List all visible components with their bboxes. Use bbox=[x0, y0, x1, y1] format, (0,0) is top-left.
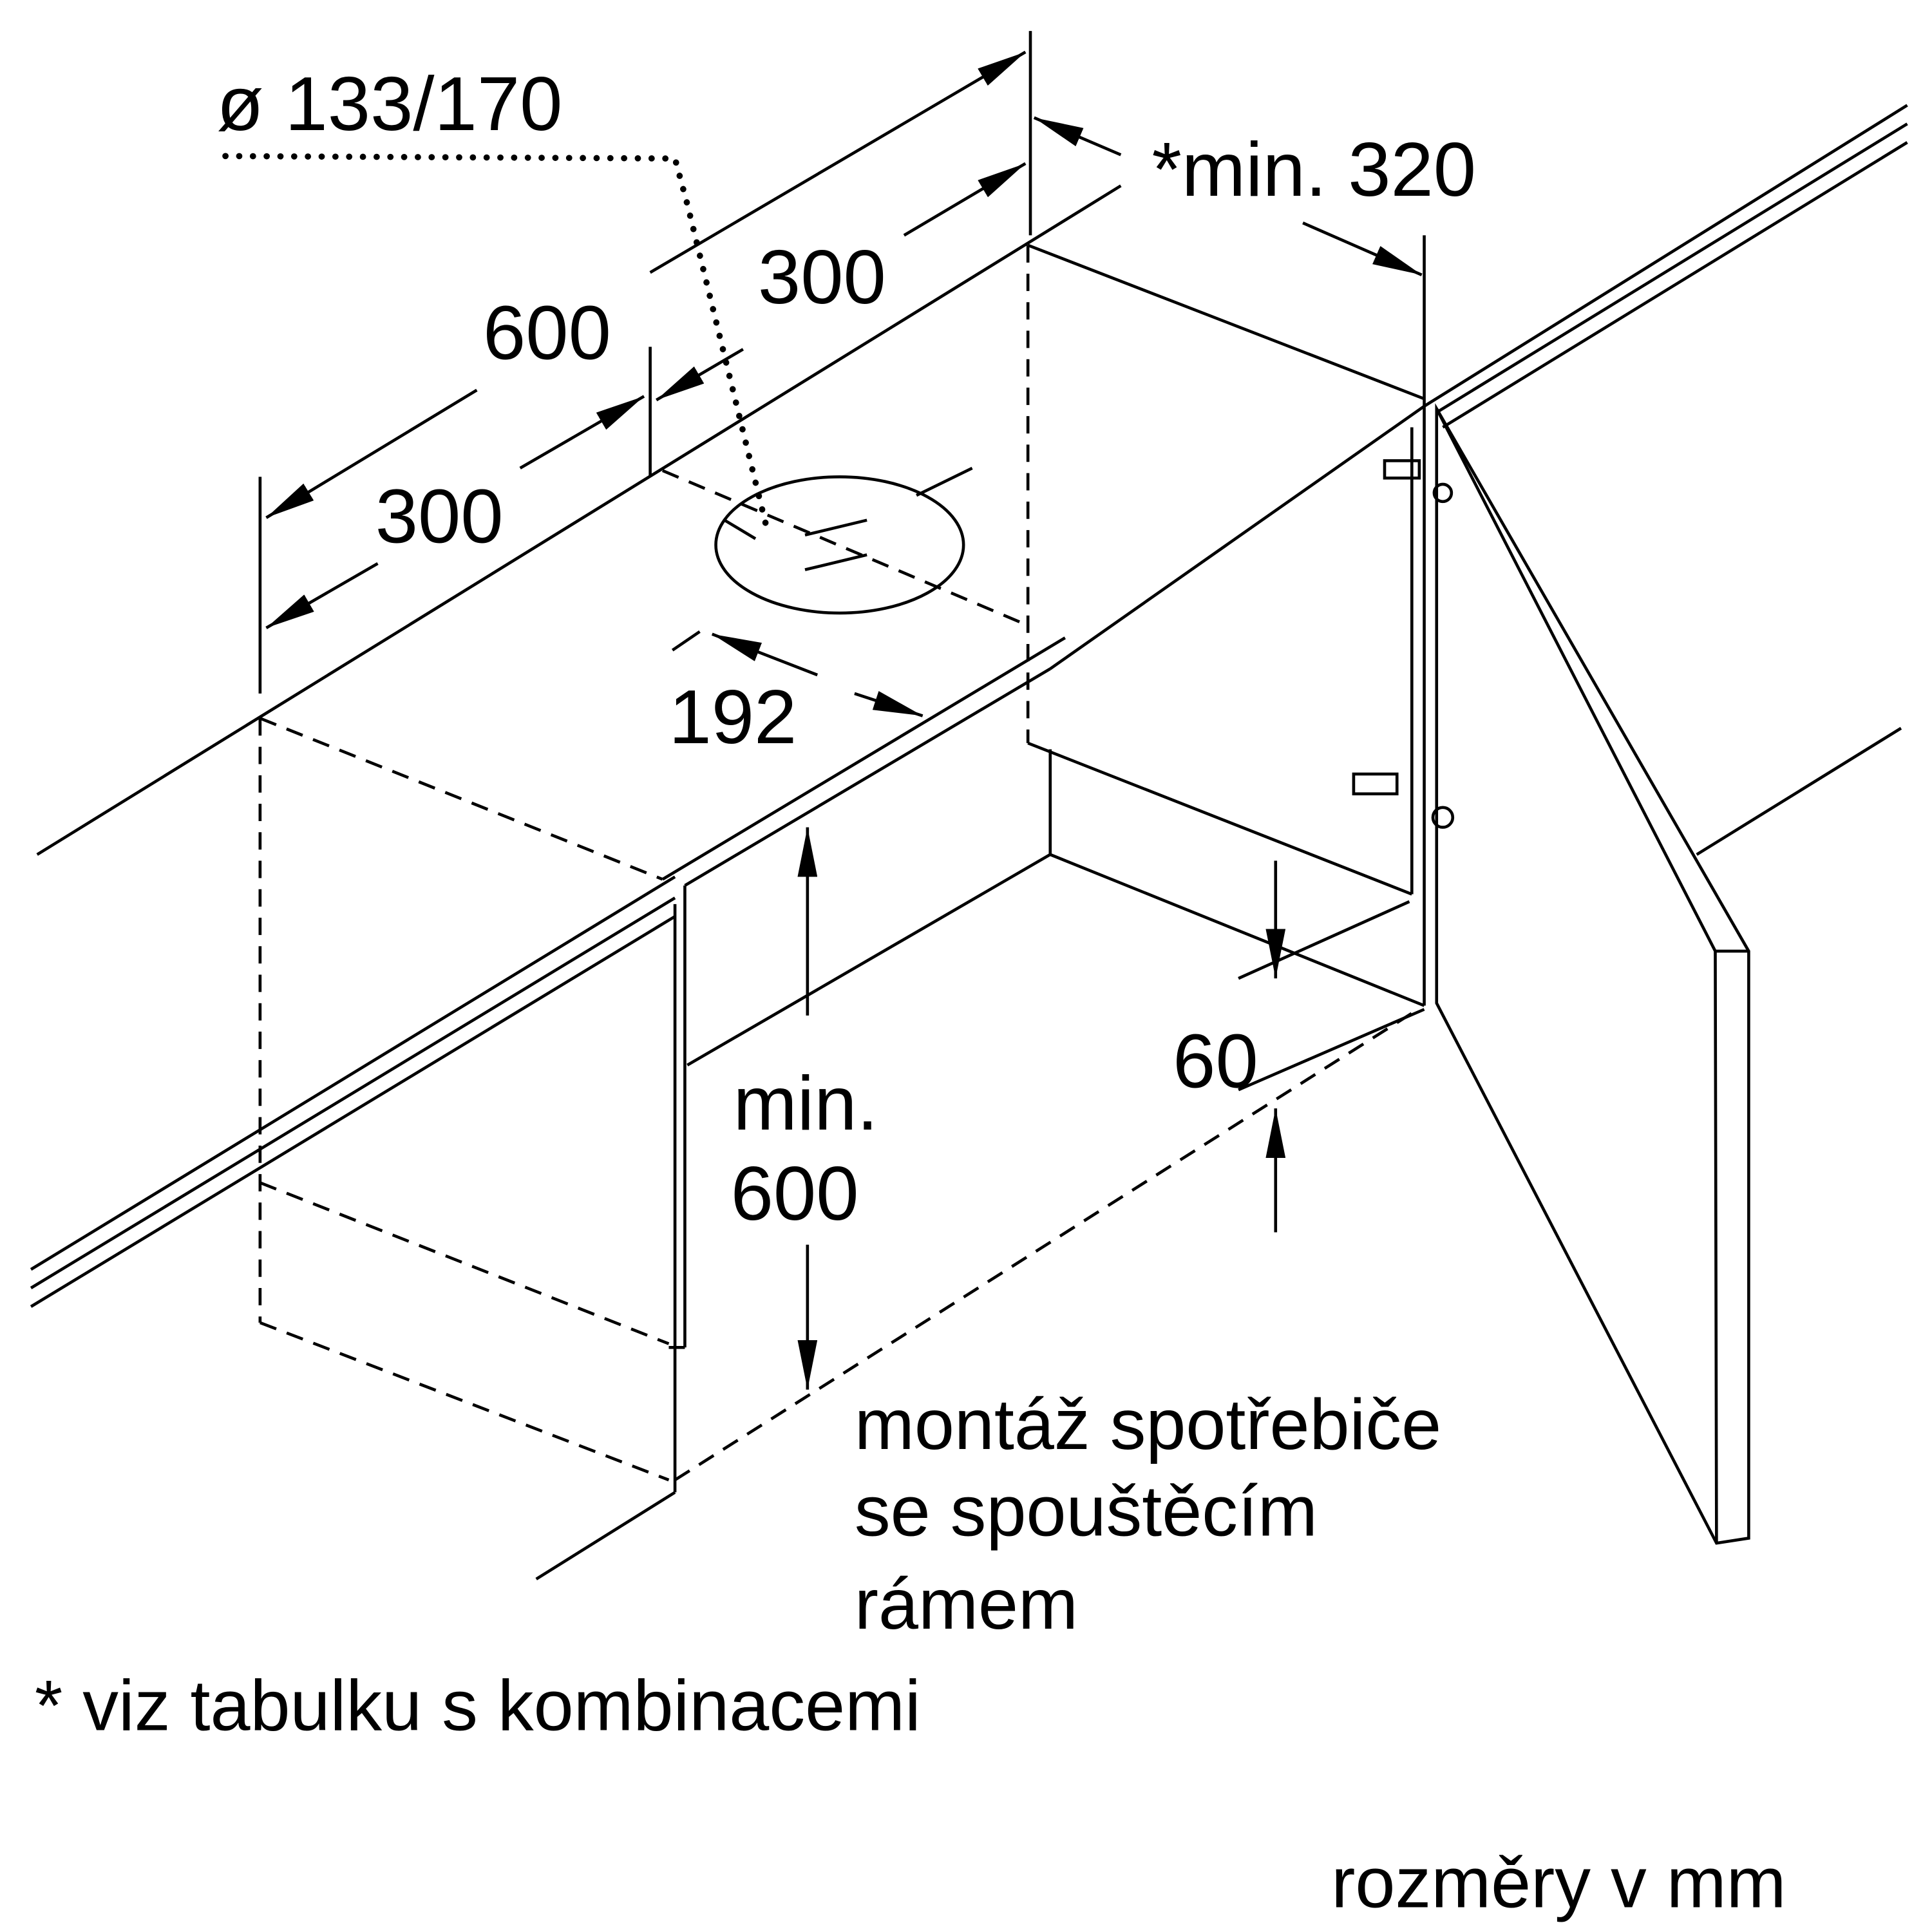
note-line-1: montáž spotřebiče bbox=[855, 1384, 1441, 1464]
duct-diameter-label: ø 133/170 bbox=[217, 61, 563, 147]
hinge-icon bbox=[1352, 459, 1455, 829]
left-cabinet bbox=[258, 717, 1419, 1580]
min-320-label: *min. 320 bbox=[1151, 127, 1476, 213]
hood-top-edge bbox=[36, 184, 1122, 856]
dim-300-left-label: 300 bbox=[375, 473, 504, 559]
min-600-label: 600 bbox=[731, 1151, 859, 1236]
duct-centerlines bbox=[723, 466, 973, 571]
dim-60-label: 60 bbox=[1173, 1018, 1258, 1104]
door-edge bbox=[1435, 408, 1749, 1544]
note-line-2: se spouštěcím bbox=[855, 1471, 1318, 1551]
dim-600-label: 600 bbox=[483, 290, 611, 376]
open-door bbox=[1435, 402, 1750, 1545]
min-label: min. bbox=[733, 1061, 878, 1146]
wall-line bbox=[1696, 726, 1902, 856]
dim-192-label: 192 bbox=[668, 674, 797, 760]
units-label: rozměry v mm bbox=[1331, 1842, 1786, 1923]
hood-hidden-back bbox=[661, 469, 1029, 627]
hood-side-edge bbox=[1027, 243, 1425, 401]
note-line-3: rámem bbox=[855, 1564, 1078, 1644]
cabinet-bottom-edge bbox=[30, 104, 1908, 1308]
right-cabinet bbox=[1027, 235, 1426, 1007]
duct-opening bbox=[714, 475, 965, 615]
dim-300-top-label: 300 bbox=[758, 234, 886, 320]
footnote: * viz tabulku s kombinacemi bbox=[35, 1665, 921, 1746]
dimension-lines bbox=[258, 31, 1425, 1390]
